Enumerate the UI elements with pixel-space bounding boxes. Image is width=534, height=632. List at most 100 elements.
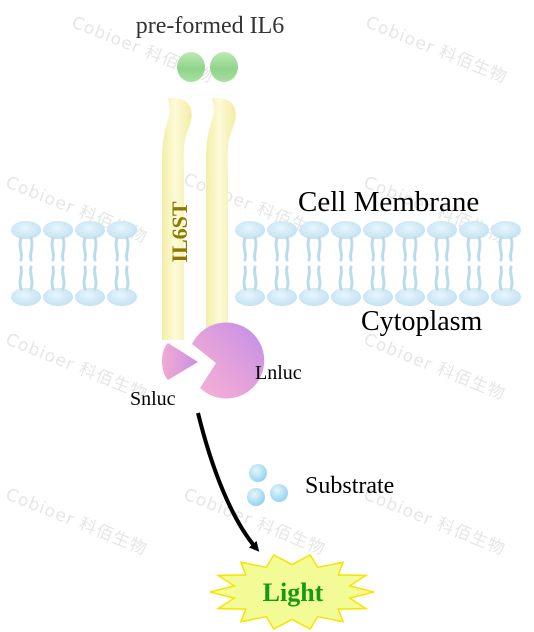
lipid-head [299, 288, 329, 306]
ligand-left [177, 52, 205, 82]
lipid-tail [50, 265, 55, 291]
lipid-tail [338, 236, 343, 262]
substrate-label: Substrate [305, 473, 394, 499]
lipid-tail [50, 236, 55, 262]
lipid-tail [466, 236, 471, 262]
lipid-tail [381, 236, 386, 262]
lipid-head [43, 221, 73, 239]
lipid-tail [445, 236, 450, 262]
lipid-tail [285, 265, 290, 291]
lipid-tail [29, 265, 34, 291]
lipid-head [427, 288, 457, 306]
membrane-label: Cell Membrane [298, 186, 479, 218]
lipid-tail [445, 265, 450, 291]
lipid-tail [306, 265, 311, 291]
lipid-tail [317, 236, 322, 262]
lipid-tail [477, 236, 482, 262]
ligand-right [210, 52, 238, 82]
lipid-head [267, 221, 297, 239]
lipid-head [11, 221, 41, 239]
lipid-head [331, 221, 361, 239]
lipid-tail [274, 236, 279, 262]
signal-arrow [196, 412, 260, 552]
lipid-tail [18, 265, 23, 291]
light-label: Light [263, 578, 324, 607]
lipid-head [491, 288, 521, 306]
lipid-tail [402, 236, 407, 262]
receptor-chain-left [162, 97, 192, 341]
lipid-head [427, 221, 457, 239]
lipid-tail [114, 265, 119, 291]
receptor-chain-right [206, 97, 236, 341]
lipid-head [75, 221, 105, 239]
lipid-tail [93, 236, 98, 262]
lnluc-fragment [192, 322, 265, 399]
lipid-tail [413, 236, 418, 262]
light-burst [209, 554, 375, 630]
lipid-tail [381, 265, 386, 291]
lipid-tail [434, 265, 439, 291]
lipid-tail [370, 265, 375, 291]
lipid-head [395, 221, 425, 239]
lipid-tail [509, 265, 514, 291]
lipid-tail [498, 236, 503, 262]
lipid-tail [370, 236, 375, 262]
lipid-tail [498, 265, 503, 291]
lipid-tail [61, 265, 66, 291]
lipid-tail [125, 236, 130, 262]
lipid-head [75, 288, 105, 306]
lipid-tail [114, 236, 119, 262]
snluc-fragment [162, 343, 198, 380]
cytoplasm-label: Cytoplasm [361, 306, 483, 337]
lipid-tail [402, 265, 407, 291]
lipid-head [299, 221, 329, 239]
lipid-head [459, 221, 489, 239]
lipid-tail [125, 265, 130, 291]
lipid-head [331, 288, 361, 306]
lipid-tail [242, 265, 247, 291]
lipid-head [43, 288, 73, 306]
lipid-tail [349, 265, 354, 291]
lipid-tail [18, 236, 23, 262]
ligand-label: pre-formed IL6 [136, 13, 285, 39]
lipid-head [267, 288, 297, 306]
lipid-tail [274, 265, 279, 291]
lipid-head [107, 288, 137, 306]
cell-membrane [11, 221, 521, 306]
lipid-tail [413, 265, 418, 291]
lipid-tail [317, 265, 322, 291]
lipid-head [107, 221, 137, 239]
lipid-head [491, 221, 521, 239]
lipid-head [395, 288, 425, 306]
lipid-tail [29, 236, 34, 262]
lipid-head [459, 288, 489, 306]
substrate-molecule [249, 464, 267, 482]
lipid-tail [82, 265, 87, 291]
lipid-tail [253, 265, 258, 291]
substrate-molecule [247, 488, 265, 506]
lipid-tail [509, 236, 514, 262]
lipid-tail [242, 236, 247, 262]
lipid-tail [253, 236, 258, 262]
snluc-label: Snluc [130, 388, 176, 410]
lipid-head [235, 288, 265, 306]
lipid-tail [338, 265, 343, 291]
lipid-tail [434, 236, 439, 262]
lipid-tail [285, 236, 290, 262]
lipid-tail [477, 265, 482, 291]
lipid-tail [349, 236, 354, 262]
substrate-molecule [270, 484, 288, 502]
lipid-head [363, 288, 393, 306]
lnluc-label: Lnluc [255, 362, 302, 384]
lipid-tail [82, 236, 87, 262]
lipid-tail [61, 236, 66, 262]
lipid-tail [93, 265, 98, 291]
lipid-tail [306, 236, 311, 262]
receptor-label: IL6ST [167, 201, 192, 262]
lipid-head [235, 221, 265, 239]
lipid-tail [466, 265, 471, 291]
lipid-head [363, 221, 393, 239]
lipid-head [11, 288, 41, 306]
